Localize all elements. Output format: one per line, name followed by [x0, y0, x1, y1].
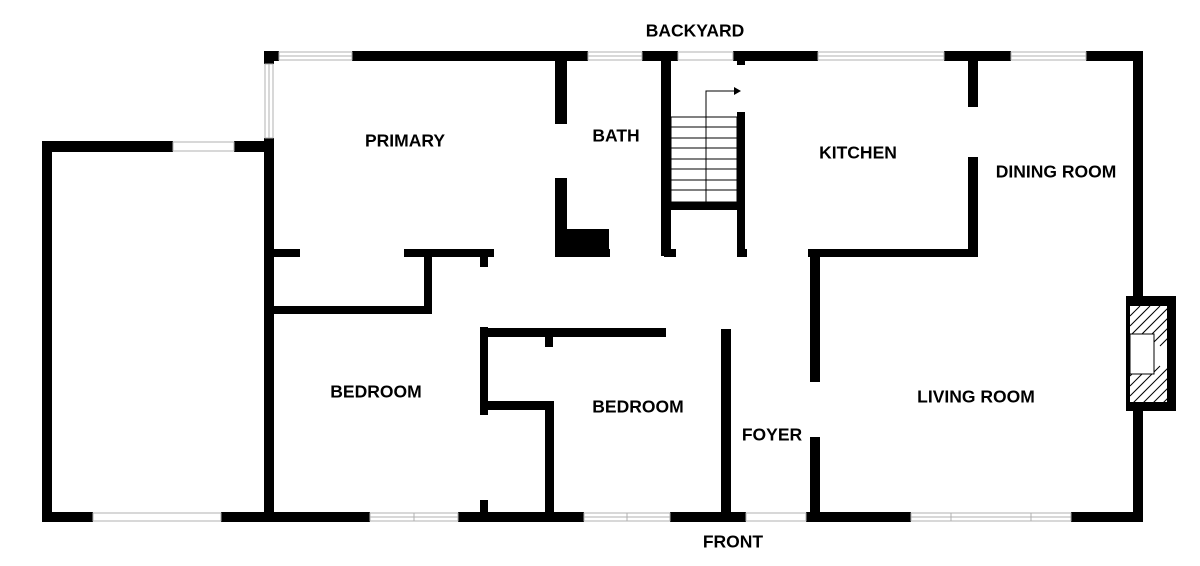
label-foyer: FOYER [742, 425, 803, 445]
fireplace [1126, 296, 1176, 411]
label-dining-room: DINING ROOM [996, 162, 1117, 182]
exterior-walls [42, 51, 1143, 522]
window [92, 512, 222, 522]
label-front: FRONT [703, 532, 764, 552]
interior-walls [274, 61, 978, 512]
stair-arrow-icon [734, 87, 741, 95]
label-primary: PRIMARY [365, 131, 445, 151]
stairs [670, 87, 741, 203]
label-bath: BATH [592, 126, 639, 146]
windows [92, 51, 1087, 522]
window [745, 512, 807, 522]
window [677, 51, 734, 61]
label-kitchen: KITCHEN [819, 143, 897, 163]
label-bedroom-center: BEDROOM [592, 397, 683, 417]
room-labels: BACKYARD FRONT PRIMARY BATH KITCHEN DINI… [330, 21, 1116, 552]
label-living-room: LIVING ROOM [917, 387, 1035, 407]
window [172, 141, 235, 152]
label-backyard: BACKYARD [646, 21, 745, 41]
label-bedroom-left: BEDROOM [330, 382, 421, 402]
